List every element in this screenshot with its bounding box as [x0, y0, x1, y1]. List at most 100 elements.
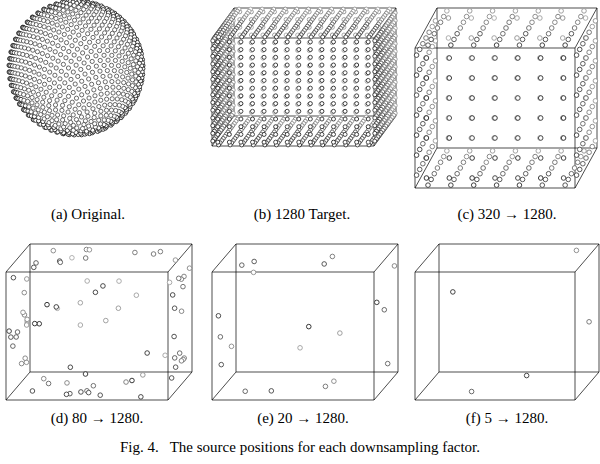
source-point	[59, 18, 63, 22]
source-point	[560, 116, 565, 121]
source-point	[433, 79, 438, 84]
source-point	[63, 122, 67, 126]
source-point	[23, 74, 27, 78]
source-point	[72, 53, 76, 57]
source-point	[373, 139, 377, 143]
source-point	[343, 109, 347, 113]
source-point	[274, 86, 278, 90]
source-point	[216, 48, 220, 52]
source-point	[274, 140, 278, 144]
source-point	[538, 96, 543, 101]
source-point	[34, 56, 38, 60]
source-point	[332, 40, 336, 44]
source-point	[120, 59, 124, 63]
source-point	[251, 109, 255, 113]
source-point	[72, 18, 76, 22]
source-point	[81, 51, 85, 55]
source-point	[56, 44, 60, 48]
source-point	[227, 117, 231, 121]
cube-edge	[415, 188, 575, 189]
source-point	[216, 56, 220, 60]
source-point	[216, 94, 220, 98]
source-point	[556, 154, 561, 159]
source-point	[94, 31, 98, 35]
source-point	[366, 55, 370, 59]
source-point	[373, 116, 377, 120]
source-point	[107, 35, 111, 39]
source-point	[251, 40, 255, 44]
source-point	[82, 61, 86, 65]
source-point	[536, 149, 541, 154]
source-point	[446, 96, 451, 101]
source-point	[332, 86, 336, 90]
source-point	[28, 75, 32, 79]
source-point	[427, 70, 432, 75]
source-point	[69, 23, 73, 27]
source-point	[37, 65, 41, 69]
source-point	[355, 63, 359, 67]
source-point	[81, 17, 85, 21]
source-point	[216, 125, 220, 129]
source-point	[239, 109, 243, 113]
source-point	[79, 67, 83, 71]
source-point	[355, 40, 359, 44]
source-point	[216, 40, 220, 44]
source-point	[216, 63, 220, 67]
source-point	[112, 40, 116, 44]
source-point	[583, 136, 588, 141]
source-point	[216, 63, 220, 67]
source-point	[90, 59, 94, 63]
source-point	[211, 108, 215, 112]
source-point	[52, 28, 56, 32]
source-point	[308, 132, 312, 136]
source-point	[216, 140, 220, 144]
source-point	[343, 71, 347, 75]
source-point	[91, 35, 95, 39]
source-point	[78, 21, 82, 25]
source-point	[538, 116, 543, 121]
source-point	[583, 56, 588, 61]
source-point	[211, 93, 215, 97]
source-point	[216, 125, 220, 129]
source-point	[108, 102, 112, 106]
source-point	[211, 131, 215, 135]
source-point	[89, 49, 93, 53]
source-point	[85, 55, 89, 59]
source-point	[109, 113, 113, 117]
source-point	[487, 14, 492, 19]
source-point	[44, 90, 48, 94]
source-point	[344, 35, 348, 39]
source-point	[46, 20, 50, 24]
source-point	[27, 105, 31, 109]
source-point	[39, 30, 43, 34]
source-point	[469, 96, 474, 101]
source-point	[590, 84, 595, 89]
source-point	[285, 63, 289, 67]
source-point	[115, 36, 119, 40]
source-point	[366, 125, 370, 129]
source-point	[560, 76, 565, 81]
source-point	[35, 98, 39, 102]
source-point	[211, 116, 215, 120]
source-point	[53, 89, 57, 93]
source-point	[30, 101, 34, 105]
source-point	[25, 53, 29, 57]
source-point	[94, 64, 98, 68]
cube-edge	[374, 116, 396, 146]
source-point	[116, 64, 120, 68]
source-point	[133, 68, 137, 72]
source-point	[239, 86, 243, 90]
source-point	[445, 9, 450, 14]
source-point	[366, 117, 370, 121]
source-point	[538, 76, 543, 81]
source-point	[262, 117, 266, 121]
source-point	[343, 132, 347, 136]
source-point	[262, 78, 266, 82]
cube-edge	[575, 148, 597, 188]
source-point	[583, 16, 588, 21]
source-point	[227, 94, 231, 98]
source-point	[227, 86, 231, 90]
source-point	[42, 95, 46, 99]
source-point	[123, 46, 127, 50]
source-point	[116, 45, 120, 49]
